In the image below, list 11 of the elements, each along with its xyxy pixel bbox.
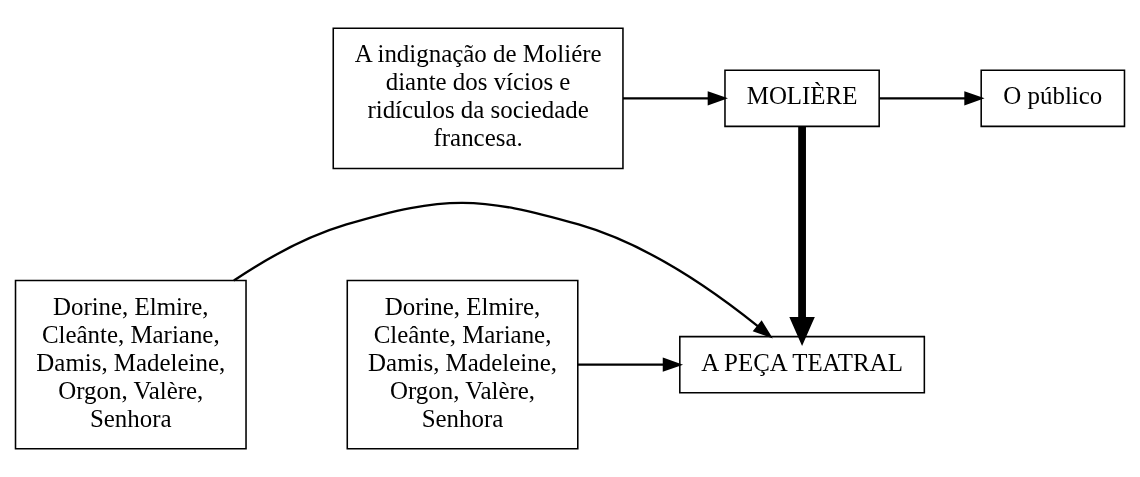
node-box: Dorine, Elmire, Cleânte, Mariane, Damis, Madeleine, Orgon, Valère, Senhora xyxy=(14,279,247,450)
arrow xyxy=(623,91,728,106)
arrow xyxy=(233,201,773,339)
arrow xyxy=(789,126,815,347)
node-box: A PEÇA TEATRAL xyxy=(679,335,926,394)
node-box: O público xyxy=(980,69,1126,128)
node-box: Dorine, Elmire, Cleânte, Mariane, Damis, Madeleine, Orgon, Valère, Senhora xyxy=(346,279,579,450)
node-box: A indignação de Moliére diante dos vícios e ridículos da sociedade francesa. xyxy=(332,27,624,170)
arrow xyxy=(577,357,684,372)
node-box: MOLIÈRE xyxy=(724,69,880,128)
arrow xyxy=(879,91,985,106)
